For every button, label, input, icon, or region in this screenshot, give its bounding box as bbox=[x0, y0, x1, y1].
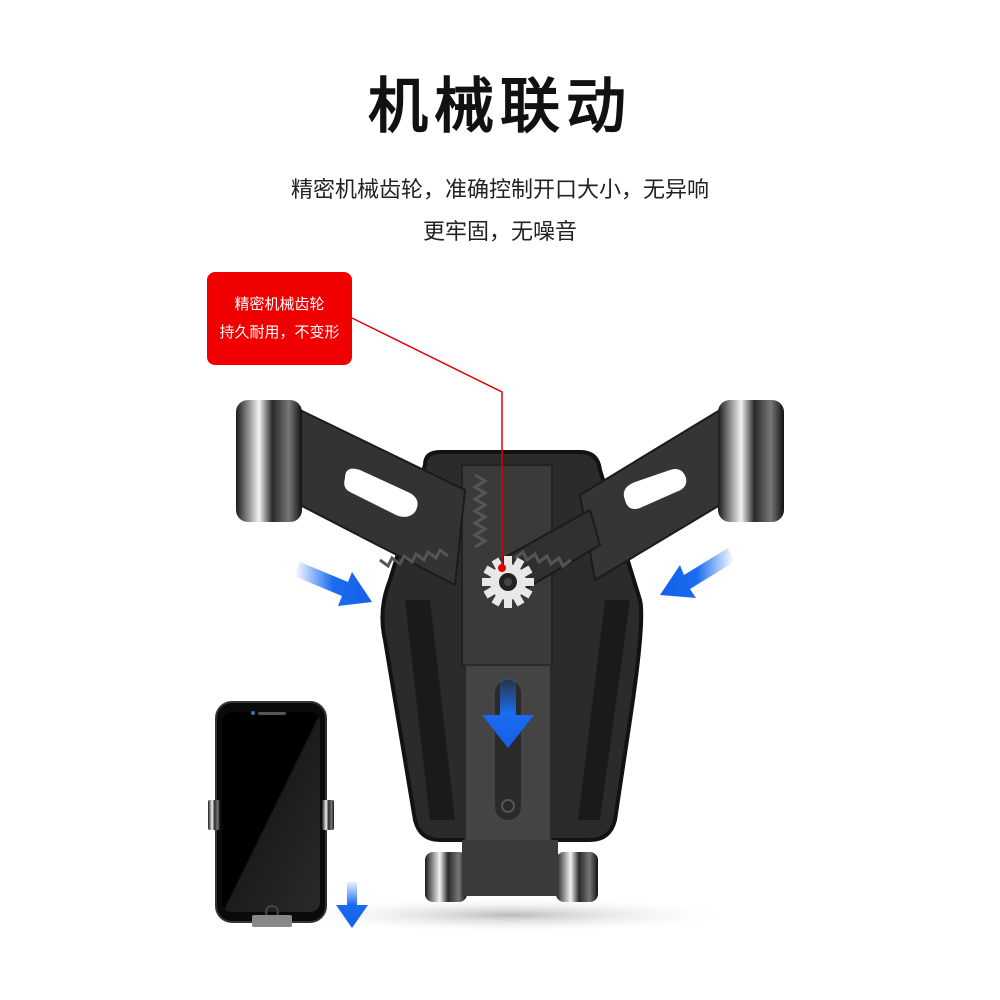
arrow-down-icon bbox=[482, 678, 534, 748]
subtitle-line-1: 精密机械齿轮，准确控制开口大小，无异响 bbox=[290, 178, 709, 203]
arrow-down-small-icon bbox=[336, 882, 368, 928]
callout-box: 精密机械齿轮 持久耐用，不变形 bbox=[207, 272, 352, 365]
page-title: 机械联动 bbox=[368, 72, 632, 142]
subtitle-line-2: 更牢固，无噪音 bbox=[422, 220, 577, 245]
phone-icon bbox=[208, 701, 334, 927]
gear-icon bbox=[482, 556, 534, 608]
arrow-left-down-icon bbox=[660, 548, 734, 598]
callout-leader bbox=[351, 317, 503, 568]
arrow-right-down-icon bbox=[294, 562, 372, 606]
callout-line-2: 持久耐用，不变形 bbox=[219, 323, 340, 341]
arm-left bbox=[236, 400, 467, 587]
foot-right bbox=[556, 852, 598, 902]
subtitle: 精密机械齿轮，准确控制开口大小，无异响 更牢固，无噪音 bbox=[0, 170, 1000, 254]
foot-left bbox=[425, 852, 467, 902]
callout-line-1: 精密机械齿轮 bbox=[234, 295, 325, 313]
